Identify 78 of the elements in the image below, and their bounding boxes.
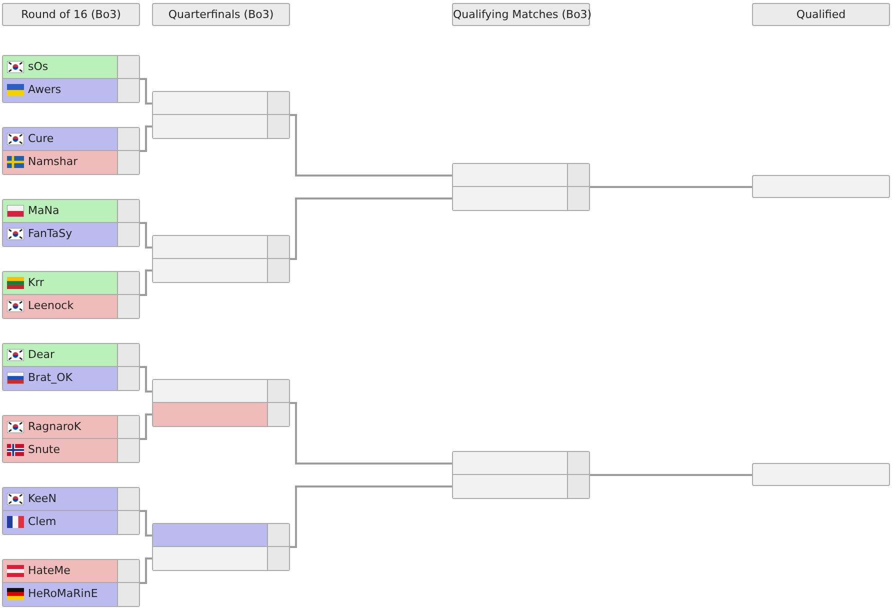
player-slot — [3, 439, 139, 462]
bracket-line — [290, 486, 453, 548]
player-slot — [3, 151, 139, 174]
empty-slot — [153, 236, 289, 259]
player-slot — [3, 488, 139, 511]
bracket-line — [140, 366, 153, 392]
match-box — [2, 559, 140, 607]
bracket-line — [590, 186, 752, 188]
bracket-line — [140, 126, 153, 152]
match-box — [452, 451, 590, 499]
match-box — [152, 379, 290, 427]
player-name: Snute — [28, 443, 60, 457]
player-slot — [3, 272, 139, 295]
match-box — [152, 523, 290, 571]
match-box — [2, 55, 140, 103]
player-name: RagnaroK — [28, 420, 82, 434]
bracket-line — [590, 474, 752, 476]
bracket-line — [290, 114, 453, 176]
player-name: Krr — [28, 276, 44, 290]
player-name: MaNa — [28, 204, 60, 218]
bracket-line — [140, 558, 153, 584]
player-slot — [3, 79, 139, 102]
round-header: Qualifying Matches (Bo3) — [452, 3, 590, 26]
player-name: Leenock — [28, 299, 74, 313]
empty-slot — [153, 92, 289, 115]
match-box — [2, 415, 140, 463]
round-header: Round of 16 (Bo3) — [2, 3, 140, 26]
empty-slot — [752, 175, 890, 198]
match-box — [2, 127, 140, 175]
player-slot — [3, 344, 139, 367]
player-name: Cure — [28, 132, 54, 146]
player-name: HateMe — [28, 564, 70, 578]
player-name: Brat_OK — [28, 371, 72, 385]
match-box — [152, 235, 290, 283]
round-header: Qualified — [752, 3, 890, 26]
empty-slot — [153, 403, 289, 426]
match-box — [2, 271, 140, 319]
player-name: Awers — [28, 83, 62, 97]
empty-slot — [153, 115, 289, 138]
empty-slot — [453, 187, 589, 210]
player-name: Dear — [28, 348, 55, 362]
bracket-line — [140, 270, 153, 296]
player-name: Namshar — [28, 155, 78, 169]
bracket-line — [290, 198, 453, 260]
match-box — [152, 91, 290, 139]
player-slot — [3, 416, 139, 439]
player-slot — [3, 128, 139, 151]
empty-slot — [453, 452, 589, 475]
player-slot — [3, 583, 139, 606]
player-name: Clem — [28, 515, 56, 529]
player-name: sOs — [28, 60, 48, 74]
player-name: FanTaSy — [28, 227, 72, 241]
bracket-line — [290, 402, 453, 464]
empty-slot — [153, 524, 289, 547]
bracket-line — [140, 414, 153, 440]
player-slot — [3, 223, 139, 246]
empty-slot — [453, 475, 589, 498]
bracket-line — [140, 510, 153, 536]
match-box — [2, 343, 140, 391]
match-box — [452, 163, 590, 211]
empty-slot — [453, 164, 589, 187]
round-header: Quarterfinals (Bo3) — [152, 3, 290, 26]
empty-slot — [153, 259, 289, 282]
player-slot — [3, 511, 139, 534]
bracket-line — [140, 222, 153, 248]
player-slot — [3, 367, 139, 390]
player-name: HeRoMaRinE — [28, 587, 98, 601]
player-slot — [3, 56, 139, 79]
match-box — [2, 487, 140, 535]
player-name: KeeN — [28, 492, 56, 506]
player-slot — [3, 200, 139, 223]
empty-slot — [153, 380, 289, 403]
empty-slot — [153, 547, 289, 570]
player-slot — [3, 295, 139, 318]
bracket-line — [140, 78, 153, 104]
empty-slot — [752, 463, 890, 486]
player-slot — [3, 560, 139, 583]
match-box — [2, 199, 140, 247]
